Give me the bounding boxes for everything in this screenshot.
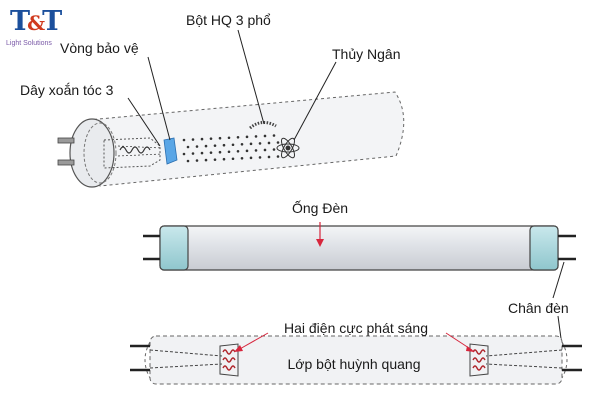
electron-dot (200, 151, 204, 155)
leader-tube-arrowhead (316, 239, 324, 247)
electron-dot (222, 143, 226, 147)
electron-stream (182, 134, 280, 163)
electron-dot (195, 145, 199, 148)
electron-dot (200, 137, 204, 141)
label-tube: Ống Đèn (291, 200, 349, 216)
mercury-atom-icon (276, 137, 300, 159)
leader-coil-filament (127, 97, 161, 147)
electron-dot (240, 143, 244, 146)
label-coil-filament: Dây xoắn tóc 3 (20, 82, 114, 98)
electron-dot (209, 137, 213, 140)
electron-dot (209, 151, 213, 154)
leader-mercury (293, 61, 337, 141)
electron-dot (186, 145, 190, 149)
label-electrodes: Hai điện cực phát sáng (283, 320, 429, 336)
electron-dot (276, 155, 280, 158)
electron-dot (191, 138, 195, 141)
inner-tube-outline (149, 335, 563, 385)
electron-dot (227, 150, 231, 154)
electrode-right (469, 343, 563, 377)
electron-dot (254, 135, 258, 138)
protective-ring (163, 137, 178, 165)
leader-phosphor (237, 29, 265, 125)
electron-dot (231, 143, 235, 147)
leader-pins-1 (552, 261, 565, 299)
electron-dot (222, 157, 226, 161)
cutaway-tube-outline (87, 91, 405, 187)
lamp-internal-view (130, 332, 582, 385)
electron-dot (195, 159, 199, 162)
electron-dot (213, 158, 217, 161)
cutaway-end-rim (83, 122, 117, 184)
electron-dot (263, 134, 267, 138)
coil-filament (117, 145, 163, 157)
electron-dot (218, 150, 222, 154)
leader-protective-ring (147, 56, 171, 141)
cutaway-lamp (57, 29, 405, 188)
logo-subtitle: Light Solutions (6, 40, 52, 47)
tube-end-cap-left (159, 225, 189, 271)
label-mercury: Thủy Ngân (332, 46, 401, 62)
electron-dot (227, 136, 231, 140)
electron-dot (267, 141, 271, 145)
electron-dot (249, 156, 253, 160)
electron-dot (263, 148, 267, 152)
electron-dot (231, 157, 235, 161)
label-lamp-pins: Chân đèn (508, 300, 569, 316)
electron-dot (245, 149, 249, 153)
electron-dot (240, 157, 244, 160)
electron-dot (236, 136, 240, 139)
label-protective-ring: Vòng bảo vệ (60, 40, 139, 56)
electron-dot (254, 149, 258, 152)
electron-dot (276, 141, 280, 144)
electron-dot (258, 156, 262, 159)
leader-electrode-left (237, 332, 269, 351)
electron-dot (245, 135, 249, 139)
logo-mark: T&T (10, 6, 62, 37)
electron-dot (182, 152, 186, 156)
electron-dot (236, 150, 240, 153)
electron-dot (204, 158, 208, 162)
electron-dot (258, 142, 262, 145)
electron-dot (204, 144, 208, 148)
tube-body (159, 225, 559, 271)
cutaway-pin-bottom (57, 159, 75, 166)
electron-dot (249, 142, 253, 146)
electron-dot (218, 136, 222, 140)
electrode-left (149, 343, 239, 377)
cutaway-stem (103, 137, 161, 169)
electron-dot (267, 155, 271, 159)
brand-logo: T&T Light Solutions (6, 6, 68, 58)
label-phosphor-layer: Lớp bột huỳnh quang (287, 356, 421, 372)
electron-dot (272, 148, 276, 151)
phosphor-coating (249, 121, 277, 130)
electron-dot (182, 138, 186, 142)
cutaway-pin-top (57, 137, 75, 144)
electron-dot (213, 144, 217, 147)
electron-dot (186, 159, 190, 163)
electron-dot (272, 134, 276, 137)
lamp-tube (143, 222, 576, 347)
label-phosphor: Bột HQ 3 phổ (186, 12, 271, 28)
electron-dot (191, 152, 195, 155)
tube-end-cap-right (529, 225, 559, 271)
cutaway-end-cap (69, 118, 115, 188)
